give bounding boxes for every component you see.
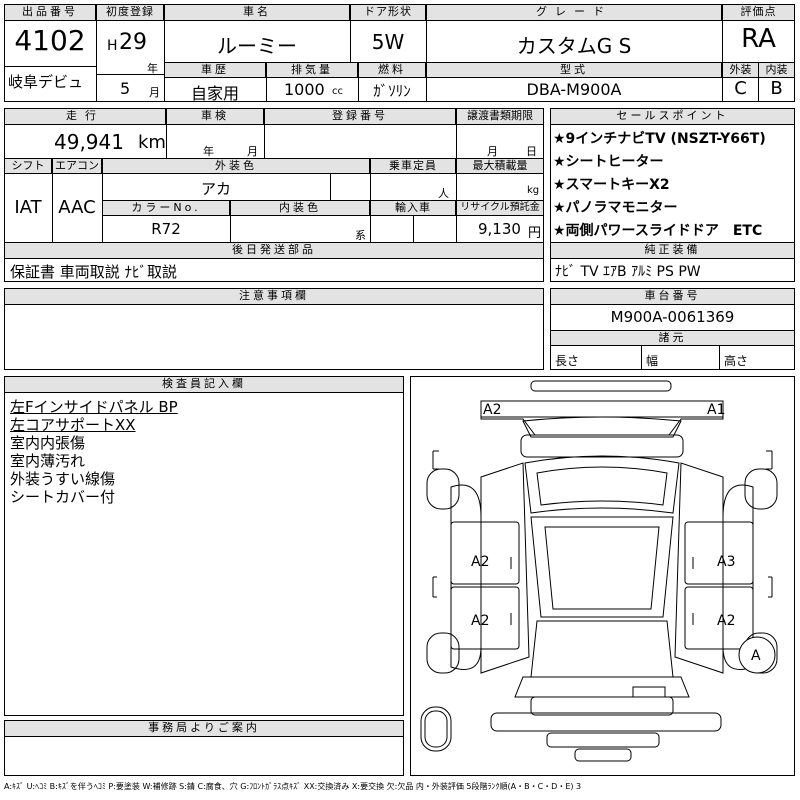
- history-label: 車歴: [164, 62, 266, 78]
- import-label: 輸入車: [370, 200, 456, 216]
- ac-label: エアコン: [52, 158, 102, 174]
- fuel: ｶﾞｿﾘﾝ: [373, 82, 411, 100]
- capacity-unit: 人: [438, 187, 449, 200]
- office-label: 事務局よりご案内: [4, 720, 404, 737]
- mark-left-rear-door: A2: [471, 613, 489, 629]
- displacement-label: 排気量: [266, 62, 358, 78]
- color-no: R72: [151, 220, 181, 238]
- score: RA: [741, 24, 776, 54]
- door-label: ドア形状: [350, 4, 426, 21]
- transfer-label: 譲渡書類期限: [456, 108, 544, 125]
- exterior-grade: C: [734, 78, 747, 99]
- car-name-label: 車名: [164, 4, 350, 21]
- chassis-number: M900A-0061369: [610, 308, 735, 326]
- era: H: [107, 38, 118, 54]
- height-label: 高さ: [724, 354, 749, 368]
- recycle-label: リサイクル預託金: [456, 200, 544, 216]
- insp-month-unit: 月: [247, 145, 258, 158]
- docs: 保証書 車両取説 ﾅﾋﾞ取説: [10, 263, 178, 281]
- notes-label: 注意事項欄: [4, 288, 544, 305]
- ext-color: アカ: [200, 180, 231, 198]
- legend: A:ｷｽﾞ U:ﾍｺﾐ B:ｷｽﾞを伴うﾍｺﾐ P:要塗装 W:補修跡 S:錆 …: [4, 782, 582, 791]
- ext-color-label: 外装色: [102, 158, 370, 174]
- inspector-line: 室内内張傷: [10, 434, 86, 452]
- grade-label: グレード: [426, 4, 722, 21]
- model: DBA-M900A: [526, 80, 622, 99]
- sales-point-item: ★両側パワースライドドア ETC: [553, 223, 763, 239]
- dims-label: 諸元: [550, 330, 795, 346]
- mark-front-right: A1: [707, 402, 725, 418]
- ac: AAC: [58, 197, 96, 218]
- docs-label: 後日発送部品: [4, 242, 544, 259]
- mark-front-left: A2: [483, 402, 501, 418]
- door-type: 5W: [371, 30, 405, 54]
- mark-left-front-door: A2: [471, 554, 489, 570]
- capacity-label: 乗車定員: [370, 158, 456, 174]
- interior-grade: B: [770, 78, 783, 99]
- recycle: 9,130: [478, 220, 521, 238]
- int-color-label: 内装色: [230, 200, 370, 216]
- color-no-label: カラーNo.: [102, 200, 230, 216]
- damage-diagram: A1 A2 A2 A2 A3 A2 A: [410, 376, 795, 776]
- inspector-line: 左コアサポートXX: [10, 416, 136, 434]
- year-unit: 年: [147, 62, 158, 75]
- mark-circle: [738, 636, 776, 674]
- length-label: 長さ: [555, 354, 580, 368]
- exterior-label: 外装: [722, 62, 759, 78]
- sales-point-item: ★スマートキーX2: [553, 177, 670, 193]
- inspector-line: シートカバー付: [10, 488, 116, 506]
- int-color-unit: 系: [355, 229, 366, 242]
- lot-number: 4102: [14, 24, 86, 57]
- equipment-label: 純正装備: [550, 242, 795, 259]
- transfer-month-unit: 月: [487, 145, 498, 158]
- lot-label: 出品番号: [4, 4, 96, 21]
- displacement: 1000: [284, 80, 325, 99]
- year-value: 29: [119, 30, 147, 55]
- car-name: ルーミー: [217, 34, 297, 58]
- equipment: ﾅﾋﾞ TV ｴｱB ｱﾙﾐ PS PW: [555, 264, 701, 280]
- mark-right-rear-door: A2: [717, 613, 735, 629]
- sales-points-label: セールスポイント: [550, 108, 795, 125]
- fuel-label: 燃料: [358, 62, 426, 78]
- chassis-label: 車台番号: [550, 288, 795, 305]
- reg-no-label: 登録番号: [264, 108, 456, 125]
- debut-text: 岐阜デビュ: [8, 73, 84, 91]
- mileage: 49,941: [54, 130, 124, 154]
- mileage-label: 走行: [4, 108, 166, 125]
- sales-point-item: ★パノラマモニター: [553, 200, 678, 216]
- inspector-line: 外装うすい線傷: [10, 470, 116, 488]
- inspector-line: 室内薄汚れ: [10, 452, 86, 470]
- displacement-unit: cc: [332, 86, 343, 97]
- inspection-label: 車検: [166, 108, 264, 125]
- grade: カスタムG S: [516, 34, 632, 58]
- score-label: 評価点: [722, 4, 795, 21]
- sales-point-item: ★シートヒーター: [553, 154, 664, 170]
- month-unit: 月: [149, 86, 160, 99]
- transfer-day-unit: 日: [526, 145, 537, 158]
- width-label: 幅: [646, 354, 659, 368]
- sales-point-item: ★9インチナビTV (NSZT-Y66T): [553, 131, 766, 147]
- mark-right-front-door: A3: [717, 554, 735, 570]
- insp-year-unit: 年: [203, 145, 214, 158]
- history: 自家用: [190, 84, 239, 103]
- month-value: 5: [120, 79, 131, 98]
- model-label: 型式: [426, 62, 722, 78]
- mark-right-rear-wheel: A: [751, 648, 761, 664]
- recycle-unit: 円: [528, 226, 542, 241]
- inspector-line: 左Fインサイドパネル BP: [10, 398, 178, 416]
- shift-label: シフト: [4, 158, 52, 174]
- interior-label: 内装: [758, 62, 795, 78]
- mileage-unit: km: [138, 132, 166, 153]
- inspector-label: 検査員記入欄: [4, 376, 404, 393]
- shift: IAT: [14, 197, 42, 218]
- first-reg-label: 初度登録: [96, 4, 164, 21]
- load-label: 最大積載量: [456, 158, 544, 174]
- load-unit: kg: [527, 185, 540, 196]
